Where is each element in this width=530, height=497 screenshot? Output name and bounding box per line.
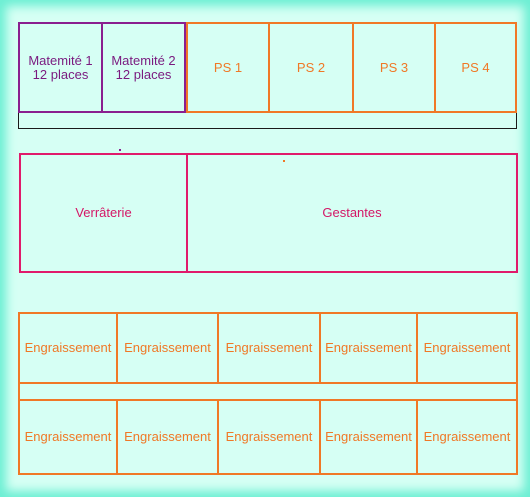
maternite-2-capacity: 12 places <box>115 66 172 82</box>
ps-1-label: PS 1 <box>213 59 243 75</box>
engraissement-label: Engraissement <box>325 340 412 355</box>
engraissement-room: Engraissement <box>416 399 518 475</box>
engraissement-room: Engraissement <box>116 312 219 384</box>
engraissement-room: Engraissement <box>319 399 418 475</box>
engraissement-label: Engraissement <box>24 429 112 444</box>
ps-2-room: PS 2 <box>268 22 354 113</box>
maternite-1-label: Matemité 1 <box>28 52 93 68</box>
engraissement-room: Engraissement <box>18 312 118 384</box>
engraissement-label: Engraissement <box>24 340 112 355</box>
engraissement-room: Engraissement <box>116 399 219 475</box>
engraissement-label: Engraissement <box>124 429 211 444</box>
marker-dot <box>119 149 121 151</box>
verraterie-label: Verrâterie <box>75 205 132 220</box>
ps-4-label: PS 4 <box>461 59 490 75</box>
ps-1-room: PS 1 <box>186 22 270 113</box>
engraissement-label: Engraissement <box>423 340 511 355</box>
engraissement-room: Engraissement <box>416 312 518 384</box>
engraissement-room: Engraissement <box>18 399 118 475</box>
maternite-2-label: Matemité 2 <box>111 52 176 68</box>
corridor-outline <box>18 113 517 129</box>
engraissement-label: Engraissement <box>225 340 313 355</box>
engraissement-room: Engraissement <box>319 312 418 384</box>
ps-4-room: PS 4 <box>434 22 517 113</box>
marker-dot <box>283 160 285 162</box>
engraissement-room: Engraissement <box>217 399 321 475</box>
maternite-2-room: Matemité 2 12 places <box>101 22 186 113</box>
verraterie-room: Verrâterie <box>19 153 188 273</box>
ps-3-room: PS 3 <box>352 22 436 113</box>
maternite-1-room: Matemité 1 12 places <box>18 22 103 113</box>
ps-3-label: PS 3 <box>379 59 409 75</box>
engraissement-label: Engraissement <box>225 429 313 444</box>
engraissement-label: Engraissement <box>325 429 412 444</box>
engraissement-label: Engraissement <box>423 429 511 444</box>
engraissement-room: Engraissement <box>217 312 321 384</box>
engraissement-label: Engraissement <box>124 340 211 355</box>
gestantes-room: Gestantes <box>186 153 518 273</box>
gestantes-label: Gestantes <box>322 205 382 220</box>
ps-2-label: PS 2 <box>296 59 326 75</box>
maternite-1-capacity: 12 places <box>32 66 89 82</box>
